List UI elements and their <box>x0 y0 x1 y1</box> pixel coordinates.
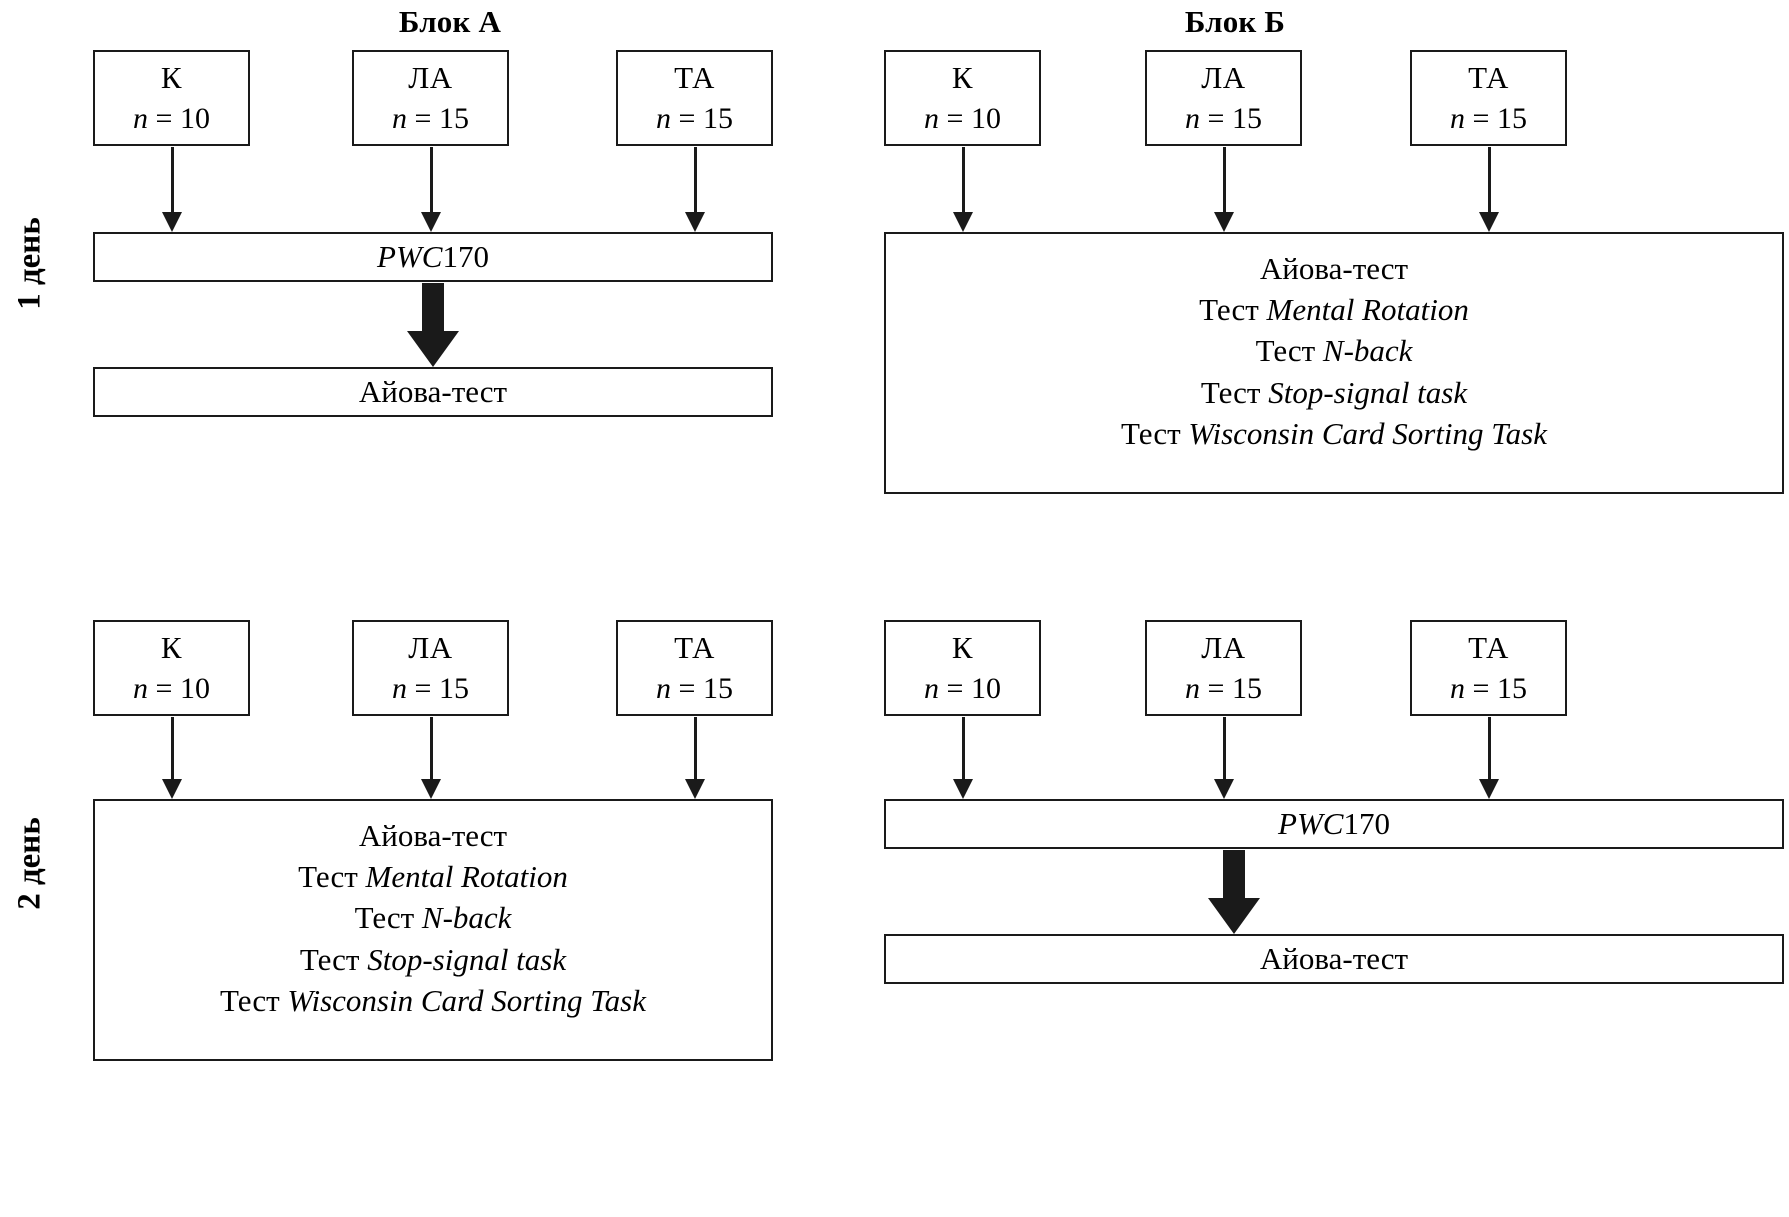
battery-line-2-prefix: Тест <box>1199 292 1267 328</box>
group-name: ТА <box>1468 630 1509 666</box>
group-count: n = 15 <box>656 101 733 135</box>
group-name: ЛА <box>1201 60 1246 96</box>
pwc170-roman: 170 <box>442 239 489 274</box>
group-name: ТА <box>1468 60 1509 96</box>
pwc170-label: PWC170 <box>377 239 489 275</box>
arrow-down-ta-a2 <box>684 717 706 799</box>
battery-line-1: Айова-тест <box>1259 251 1409 286</box>
proc-box-cognitive-battery-a2: Айова-тест Тест Mental Rotation Тест N-b… <box>93 799 773 1061</box>
arrow-down-ta-b2 <box>1478 717 1500 799</box>
arrow-down-ta-a1 <box>684 147 706 232</box>
pwc170-italic: PWC <box>377 239 443 274</box>
proc-box-iowa-a1: Айова-тест <box>93 367 773 417</box>
group-box-la-b2: ЛА n = 15 <box>1145 620 1302 716</box>
proc-box-pwc170-a1: PWC170 <box>93 232 773 282</box>
battery-line-2-italic: Mental Rotation <box>1266 292 1469 328</box>
group-box-k-a1: К n = 10 <box>93 50 250 146</box>
iowa-label: Айова-тест <box>1259 941 1409 976</box>
battery-line-4: Тест Stop-signal task <box>1201 372 1467 413</box>
group-name: ЛА <box>408 630 453 666</box>
arrow-down-la-a1 <box>420 147 442 232</box>
iowa-label: Айова-тест <box>358 374 508 409</box>
group-name: К <box>951 630 974 666</box>
group-box-k-b1: К n = 10 <box>884 50 1041 146</box>
battery-line-5-prefix: Тест <box>220 982 288 1018</box>
proc-box-cognitive-battery-b1: Айова-тест Тест Mental Rotation Тест N-b… <box>884 232 1784 494</box>
group-box-la-a2: ЛА n = 15 <box>352 620 509 716</box>
thick-arrow-b2 <box>1208 850 1260 934</box>
group-count: n = 15 <box>392 671 469 705</box>
battery-line-5-italic: Wisconsin Card Sorting Task <box>287 982 646 1018</box>
battery-line-3-prefix: Тест <box>1255 333 1323 369</box>
battery-line-2: Тест Mental Rotation <box>298 856 568 897</box>
battery-line-3-italic: N-back <box>421 900 512 936</box>
arrow-down-k-b1 <box>952 147 974 232</box>
group-count: n = 15 <box>656 671 733 705</box>
arrow-down-la-b2 <box>1213 717 1235 799</box>
arrow-down-ta-b1 <box>1478 147 1500 232</box>
group-box-la-a1: ЛА n = 15 <box>352 50 509 146</box>
day-label-1: 1 день <box>11 217 48 310</box>
pwc170-italic: PWC <box>1278 806 1344 841</box>
battery-line-4-prefix: Тест <box>1200 374 1269 410</box>
battery-line-5: Тест Wisconsin Card Sorting Task <box>1121 413 1547 454</box>
group-count: n = 15 <box>1185 101 1262 135</box>
block-b-title: Блок Б <box>1184 4 1286 39</box>
battery-line-3: Тест N-back <box>355 897 512 938</box>
battery-line-3: Тест N-back <box>1256 330 1413 371</box>
battery-line-5: Тест Wisconsin Card Sorting Task <box>220 980 646 1021</box>
group-box-ta-a2: ТА n = 15 <box>616 620 773 716</box>
group-count: n = 15 <box>1450 101 1527 135</box>
block-a-title: Блок А <box>398 4 502 39</box>
group-box-ta-a1: ТА n = 15 <box>616 50 773 146</box>
group-count: n = 15 <box>1185 671 1262 705</box>
battery-line-3-prefix: Тест <box>354 900 422 936</box>
group-name: ЛА <box>408 60 453 96</box>
battery-line-4-prefix: Тест <box>299 941 368 977</box>
group-name: ТА <box>674 60 715 96</box>
day-label-2: 2 день <box>11 817 48 910</box>
group-count: n = 10 <box>133 671 210 705</box>
battery-line-5-italic: Wisconsin Card Sorting Task <box>1188 415 1547 451</box>
battery-line-3-italic: N-back <box>1322 333 1413 369</box>
group-name: ТА <box>674 630 715 666</box>
proc-box-pwc170-b2: PWC170 <box>884 799 1784 849</box>
group-name: К <box>160 630 183 666</box>
battery-line-2: Тест Mental Rotation <box>1199 289 1469 330</box>
group-count: n = 10 <box>133 101 210 135</box>
pwc170-roman: 170 <box>1343 806 1390 841</box>
arrow-down-la-b1 <box>1213 147 1235 232</box>
group-count: n = 10 <box>924 101 1001 135</box>
group-box-la-b1: ЛА n = 15 <box>1145 50 1302 146</box>
arrow-down-la-a2 <box>420 717 442 799</box>
battery-line-4: Тест Stop-signal task <box>300 939 566 980</box>
group-count: n = 15 <box>1450 671 1527 705</box>
group-name: ЛА <box>1201 630 1246 666</box>
group-box-k-a2: К n = 10 <box>93 620 250 716</box>
arrow-down-k-b2 <box>952 717 974 799</box>
battery-line-2-italic: Mental Rotation <box>365 859 568 895</box>
group-count: n = 10 <box>924 671 1001 705</box>
battery-line-1: Айова-тест <box>358 818 508 853</box>
battery-line-4-italic: Stop-signal task <box>367 941 567 977</box>
group-box-ta-b1: ТА n = 15 <box>1410 50 1567 146</box>
arrow-down-k-a1 <box>161 147 183 232</box>
thick-arrow-a1 <box>407 283 459 367</box>
pwc170-label: PWC170 <box>1278 806 1390 842</box>
group-count: n = 15 <box>392 101 469 135</box>
group-name: К <box>951 60 974 96</box>
group-name: К <box>160 60 183 96</box>
group-box-k-b2: К n = 10 <box>884 620 1041 716</box>
battery-line-2-prefix: Тест <box>298 859 366 895</box>
proc-box-iowa-b2: Айова-тест <box>884 934 1784 984</box>
group-box-ta-b2: ТА n = 15 <box>1410 620 1567 716</box>
battery-line-5-prefix: Тест <box>1121 415 1189 451</box>
battery-line-4-italic: Stop-signal task <box>1268 374 1468 410</box>
arrow-down-k-a2 <box>161 717 183 799</box>
